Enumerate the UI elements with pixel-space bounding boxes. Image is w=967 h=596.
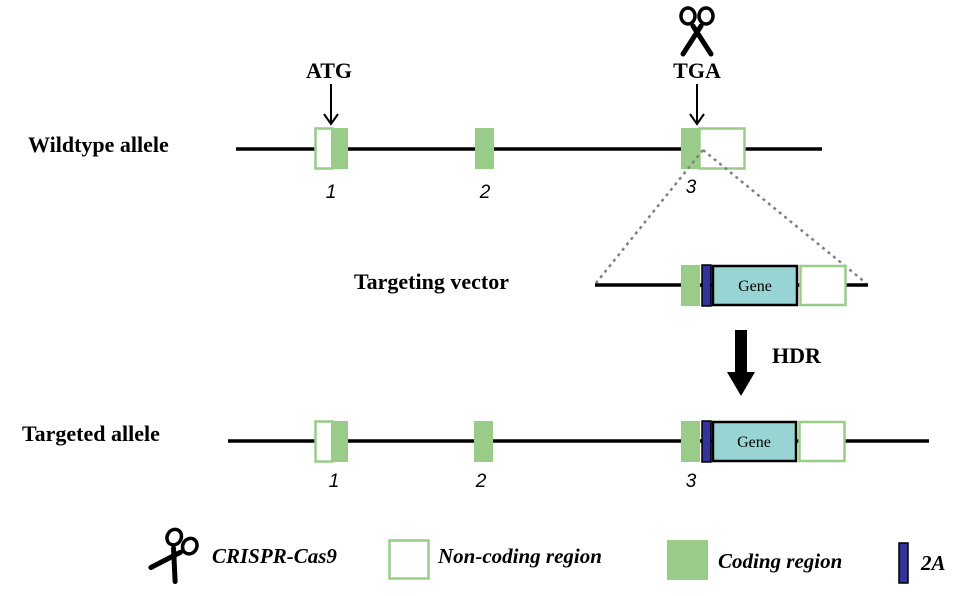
scissors-icon [681,8,713,54]
tga-arrow-icon [689,84,705,126]
noncoding-region [798,420,846,463]
wildtype-exon-2 [475,128,494,169]
noncoding-region [799,264,847,307]
legend-coding-swatch [667,540,708,580]
legend-noncoding-swatch [388,539,430,580]
wildtype-exon-number-1: 1 [326,182,337,203]
noncoding-region [314,127,334,170]
wildtype-exon-number-3: 3 [686,177,697,198]
wildtype-allele-label: Wildtype allele [28,132,169,157]
targeted-exon-number-1: 1 [329,471,340,492]
noncoding-region [698,127,746,170]
coding-region [681,265,700,306]
hdr-arrow-icon [727,330,755,396]
legend-crispr-label: CRISPR-Cas9 [212,544,337,568]
atg-label: ATG [306,58,352,83]
noncoding-region [314,420,334,463]
wildtype-exon-1 [314,127,348,170]
targeted-allele-label: Targeted allele [22,421,160,446]
gene-box [711,264,799,307]
gene-label: Gene [737,434,771,451]
coding-region [681,128,700,169]
coding-region [331,421,348,462]
legend: CRISPR-Cas9 Non-coding region Coding reg… [149,527,946,584]
zoom-line-right [702,149,867,284]
legend-noncoding-label: Non-coding region [437,544,602,568]
legend-coding-label: Coding region [718,549,842,573]
hdr-label: HDR [772,343,822,368]
targeted-exon-3: Gene [681,420,846,463]
wildtype-exon-number-2: 2 [479,182,491,203]
legend-2a-label: 2A [920,551,946,575]
two-a-region [701,264,712,307]
targeted-exon-number-3: 3 [686,471,697,492]
gene-label: Gene [738,278,772,295]
targeting-vector-cassette: Gene [681,264,847,307]
two-a-region [701,420,712,463]
tga-label: TGA [673,58,721,83]
targeted-exon-2 [474,421,493,462]
targeted-exon-number-2: 2 [475,471,487,492]
atg-arrow-icon [323,84,339,126]
wildtype-exon-3 [681,127,746,170]
coding-region [331,128,348,169]
legend-2a-swatch [898,542,909,584]
targeted-exon-1 [314,420,348,463]
coding-region [681,421,700,462]
legend-scissors-icon [149,527,200,583]
targeting-vector-label: Targeting vector [354,269,509,294]
zoom-line-left [595,149,704,284]
gene-box [711,420,798,463]
